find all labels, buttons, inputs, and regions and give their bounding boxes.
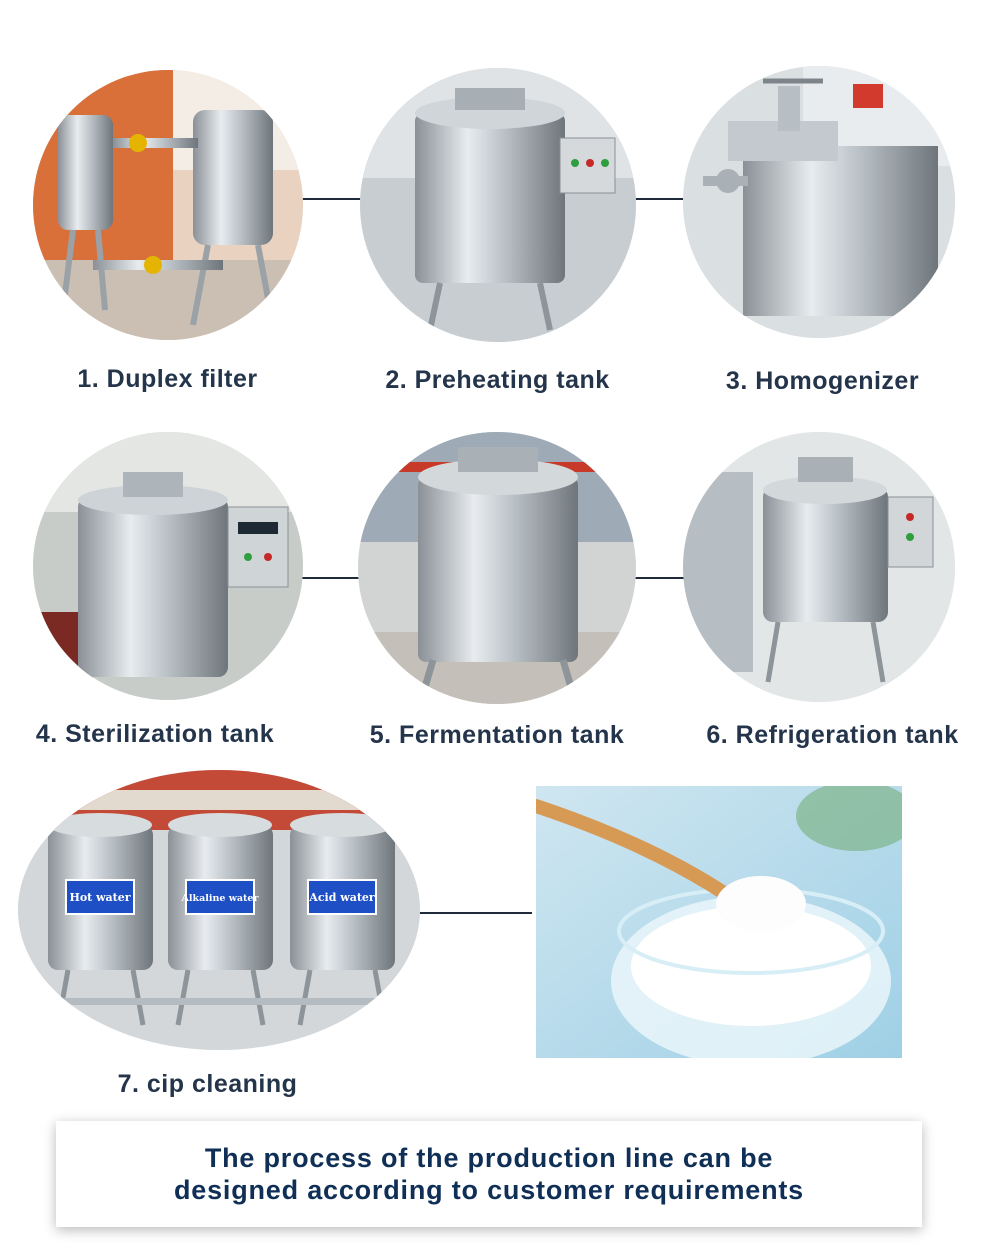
step-label: 2. Preheating tank <box>385 366 610 394</box>
cip-tag-text: Alkaline water <box>181 893 260 904</box>
fermentation-tank-image <box>358 432 636 704</box>
cip-tag-text: Acid water <box>308 891 375 904</box>
yogurt-product-image <box>536 786 902 1058</box>
info-banner: The process of the production line can b… <box>56 1121 922 1227</box>
cip-cleaning-image: Hot water Alkaline water Acid water <box>18 770 420 1050</box>
step-label: 5. Fermentation tank <box>369 721 625 749</box>
banner-line: The process of the production line can b… <box>204 1143 774 1173</box>
step-label: 1. Duplex filter <box>77 365 258 393</box>
duplex-filter-image <box>33 70 303 340</box>
cip-tag-text: Hot water <box>69 891 130 904</box>
step-label: 7. cip cleaning <box>117 1070 298 1098</box>
refrigeration-tank-image <box>683 432 955 702</box>
connector-line <box>300 577 362 579</box>
homogenizer-image <box>683 66 955 338</box>
step-label: 3. Homogenizer <box>725 367 920 395</box>
preheating-tank-image <box>360 68 636 342</box>
connector-line <box>418 912 532 914</box>
connector-line <box>300 198 362 200</box>
sterilization-tank-image <box>33 432 303 700</box>
step-label: 6. Refrigeration tank <box>706 721 959 749</box>
banner-line: designed according to customer requireme… <box>173 1175 805 1205</box>
step-label: 4. Sterilization tank <box>35 720 275 748</box>
connector-line <box>635 577 690 579</box>
connector-line <box>635 198 690 200</box>
